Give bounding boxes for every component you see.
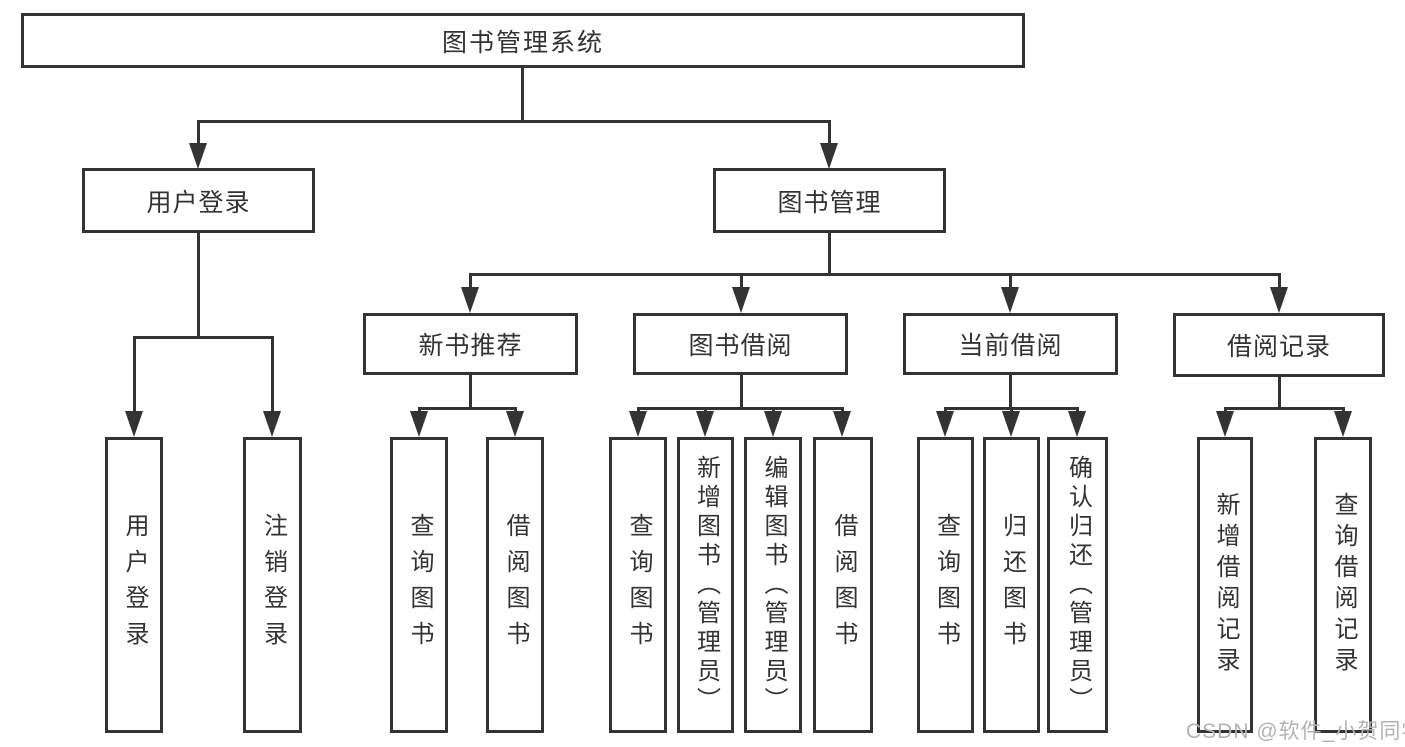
leaf-query-books-borrow: 查询图书 [609, 437, 667, 733]
node-label: 借阅记录 [1226, 333, 1331, 361]
csdn-watermark: CSDN @软件_小贺同学 [1186, 720, 1405, 743]
arrowhead-down [1216, 411, 1234, 437]
connector-line [637, 407, 640, 414]
connector-line [1278, 273, 1281, 287]
leaf-label: 新增图书（管理员） [692, 454, 720, 716]
connector-line [1010, 407, 1013, 414]
arrowhead-down [833, 411, 851, 437]
arrowhead-down [410, 411, 428, 437]
leaf-label: 借阅图书 [830, 513, 857, 657]
connector-line [637, 407, 843, 410]
connector-line [841, 407, 844, 414]
node-book-management: 图书管理 [713, 168, 946, 233]
node-label: 图书管理系统 [441, 28, 604, 57]
node-borrow-records: 借阅记录 [1173, 313, 1385, 377]
leaf-confirm-return-admin: 确认归还（管理员） [1047, 437, 1108, 733]
leaf-label: 借阅图书 [502, 513, 529, 657]
connector-line [418, 407, 421, 414]
node-label: 当前借阅 [958, 332, 1063, 360]
arrowhead-down [189, 143, 207, 169]
leaf-query-books-current: 查询图书 [917, 437, 974, 733]
connector-line [418, 407, 516, 410]
connector-line [1224, 407, 1227, 414]
leaf-label: 查询借阅记录 [1330, 492, 1357, 678]
connector-line [514, 407, 517, 414]
arrowhead-down [1334, 411, 1352, 437]
connector-line [1224, 407, 1344, 410]
node-label: 用户登录 [146, 188, 251, 217]
leaf-logout-login: 注销登录 [243, 437, 302, 733]
node-label: 图书借阅 [688, 332, 793, 360]
connector-line [1009, 273, 1012, 287]
arrowhead-down [1270, 287, 1288, 313]
arrowhead-down [461, 287, 479, 313]
leaf-label: 查询图书 [932, 513, 960, 657]
node-new-book-recommend: 新书推荐 [363, 313, 578, 375]
arrowhead-down [732, 287, 750, 313]
connector-line [1076, 407, 1079, 414]
connector-line [1342, 407, 1345, 414]
leaf-label: 注销登录 [259, 513, 287, 657]
connector-line [133, 336, 274, 339]
leaf-add-borrow-record: 新增借阅记录 [1197, 437, 1253, 733]
node-book-borrow: 图书借阅 [633, 313, 848, 375]
connector-line [469, 375, 472, 407]
leaf-label: 新增借阅记录 [1212, 492, 1239, 678]
connector-line [740, 375, 743, 407]
connector-line [133, 336, 136, 413]
connector-line [1278, 377, 1281, 407]
arrowhead-down [629, 411, 647, 437]
arrowhead-down [1068, 411, 1086, 437]
arrowhead-down [820, 143, 838, 169]
leaf-add-books-admin: 新增图书（管理员） [677, 437, 734, 733]
arrowhead-down [936, 411, 954, 437]
connector-line [197, 120, 200, 145]
node-current-borrow: 当前借阅 [903, 313, 1118, 375]
arrowhead-down [696, 411, 714, 437]
leaf-borrow-books: 借阅图书 [813, 437, 873, 733]
leaf-return-books: 归还图书 [983, 437, 1040, 733]
leaf-label: 查询图书 [406, 513, 433, 657]
connector-line [470, 273, 1281, 276]
arrowhead-down [764, 411, 782, 437]
connector-line [828, 233, 831, 273]
node-label: 图书管理 [777, 188, 882, 217]
connector-line [521, 68, 524, 120]
connector-line [704, 407, 707, 414]
leaf-edit-books-admin: 编辑图书（管理员） [744, 437, 802, 733]
leaf-query-books-recommend: 查询图书 [390, 437, 448, 733]
arrowhead-down [1002, 411, 1020, 437]
leaf-label: 确认归还（管理员） [1064, 454, 1092, 716]
leaf-label: 归还图书 [998, 513, 1026, 657]
connector-line [469, 273, 472, 287]
arrowhead-down [125, 411, 143, 437]
connector-line [1009, 375, 1012, 407]
leaf-query-borrow-record: 查询借阅记录 [1314, 437, 1372, 733]
connector-line [828, 120, 831, 145]
leaf-label: 用户登录 [121, 513, 148, 657]
arrowhead-down [1001, 287, 1019, 313]
connector-line [197, 233, 200, 336]
leaf-borrow-books-recommend: 借阅图书 [486, 437, 544, 733]
leaf-label: 编辑图书（管理员） [760, 454, 787, 716]
connector-line [197, 120, 831, 123]
leaf-user-login: 用户登录 [105, 437, 163, 733]
connector-line [271, 336, 274, 413]
connector-line [944, 407, 947, 414]
connector-line [740, 273, 743, 287]
node-library-management-system: 图书管理系统 [21, 13, 1025, 68]
connector-line [772, 407, 775, 414]
leaf-label: 查询图书 [625, 513, 652, 657]
arrowhead-down [263, 411, 281, 437]
arrowhead-down [506, 411, 524, 437]
node-label: 新书推荐 [418, 332, 523, 360]
node-user-login: 用户登录 [82, 168, 315, 233]
